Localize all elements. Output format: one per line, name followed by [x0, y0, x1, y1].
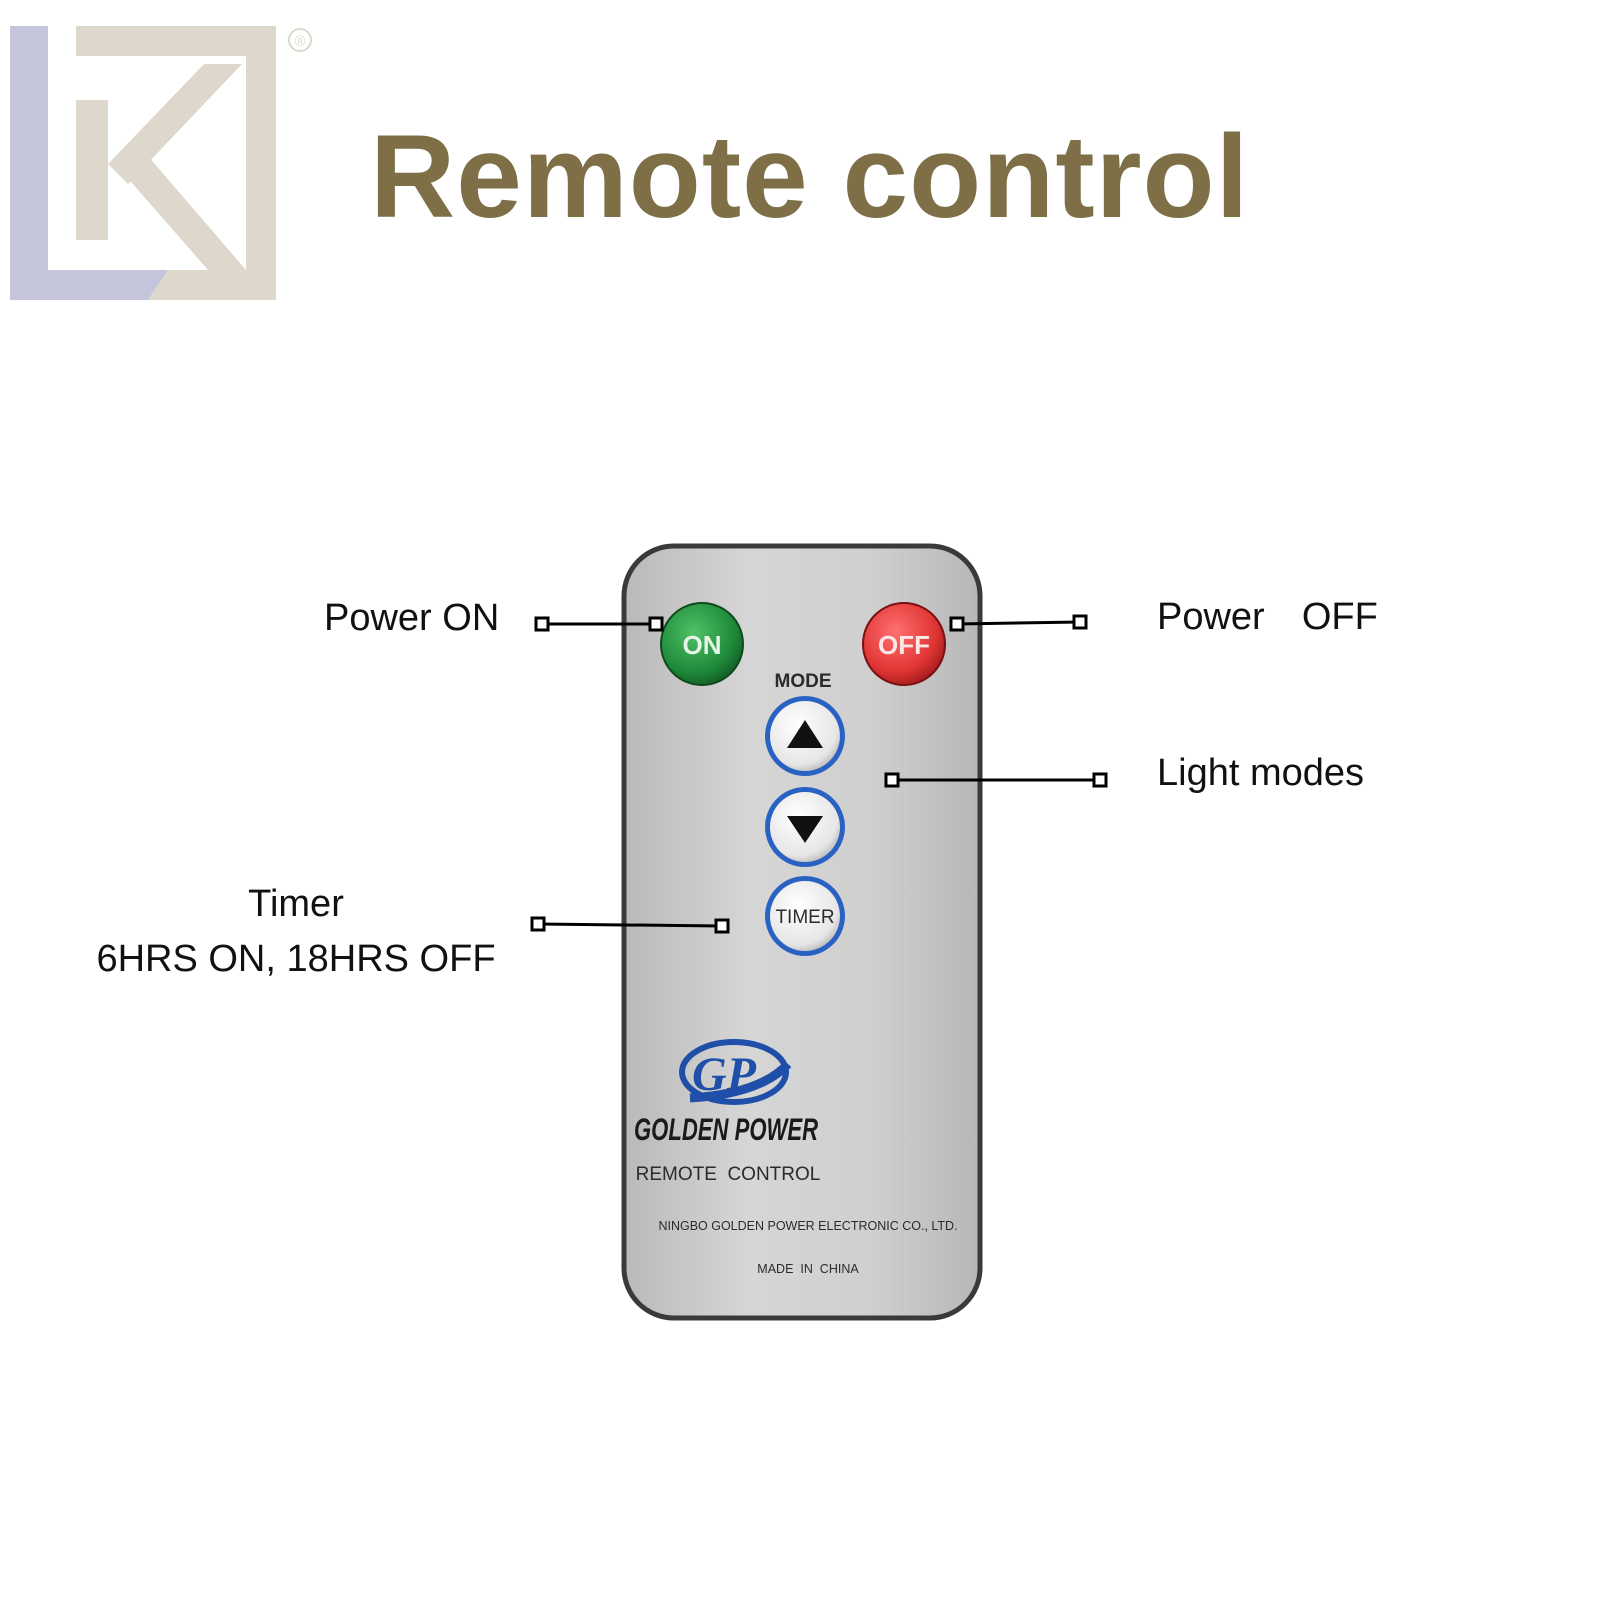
logo-k-stem [76, 100, 108, 240]
off-button[interactable]: OFF [862, 602, 946, 686]
callout-label-light-modes: Light modes [1157, 752, 1365, 794]
brand-logo: ® [10, 26, 312, 300]
callout-light-modes [884, 772, 1108, 788]
mode-up-button[interactable] [765, 696, 845, 776]
gp-logo-text: GP [692, 1048, 757, 1101]
callout-power-on [534, 616, 664, 632]
product-name: REMOTE CONTROL [636, 1164, 821, 1185]
callout-label-timer: Timer 6HRS ON, 18HRS OFF [84, 877, 508, 987]
brand-name: GOLDEN POWER [634, 1112, 818, 1147]
on-button[interactable]: ON [660, 602, 744, 686]
registered-mark: ® [294, 33, 305, 50]
registered-mark-circle [288, 28, 312, 52]
timer-button[interactable]: TIMER [765, 876, 845, 956]
gp-brand-logo: GP [679, 1039, 792, 1105]
logo-k-arm-lower [124, 156, 246, 270]
off-button-label: OFF [878, 630, 930, 660]
callout-label-timer-detail: 6HRS ON, 18HRS OFF [96, 938, 496, 981]
callout-label-power-on: Power ON [324, 597, 500, 639]
logo-grey-frame [76, 26, 276, 300]
triangle-down-icon [787, 816, 823, 843]
timer-button-label: TIMER [775, 907, 834, 928]
mode-down-button[interactable] [765, 787, 845, 867]
callout-label-power-off: Power OFF [1157, 596, 1378, 638]
triangle-up-icon [787, 720, 823, 748]
mode-label: MODE [775, 671, 832, 692]
logo-lavender-frame [10, 26, 168, 300]
on-button-label: ON [683, 630, 722, 660]
origin: MADE IN CHINA [757, 1262, 859, 1276]
callout-power-off [949, 614, 1088, 632]
logo-k-arm-upper [108, 64, 242, 184]
callout-label-timer-title: Timer [248, 883, 344, 925]
manufacturer: NINGBO GOLDEN POWER ELECTRONIC CO., LTD. [658, 1219, 957, 1233]
callout-timer [530, 916, 730, 934]
page-title: Remote control [370, 111, 1250, 243]
